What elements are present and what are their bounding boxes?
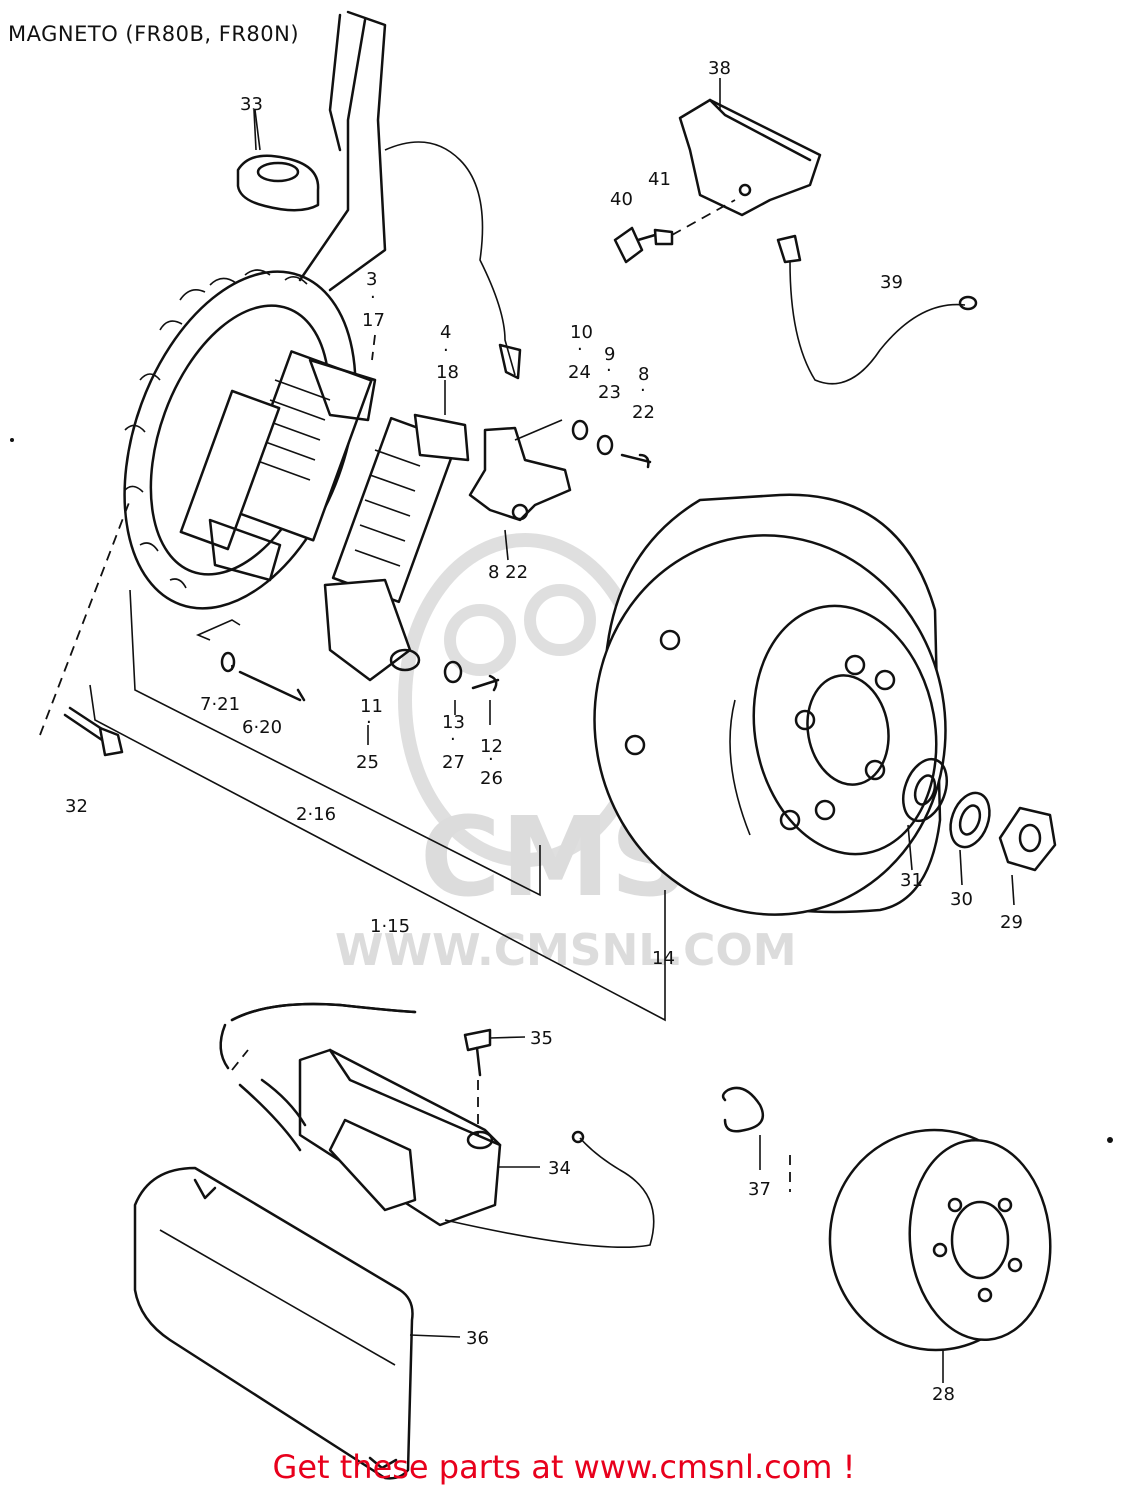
callout-labels: 33 38 41 40 39 3·17 4·18 10·24 9·23 8·22… — [65, 58, 1023, 1405]
small-fasteners — [220, 419, 652, 702]
callout-3-17: 3·17 — [362, 269, 385, 331]
callout-2-16: 2·16 — [296, 804, 336, 825]
callout-4-18: 4·18 — [436, 322, 459, 383]
callout-35: 35 — [530, 1028, 553, 1049]
callout-38: 38 — [708, 58, 731, 79]
footer-link[interactable]: Get these parts at www.cmsnl.com ! — [272, 1448, 856, 1486]
callout-34: 34 — [548, 1158, 571, 1179]
bolt-40 — [613, 226, 657, 264]
callout-10-24: 10·24 — [568, 322, 593, 383]
contact-breaker-21 — [468, 419, 572, 522]
callout-41: 41 — [648, 169, 671, 190]
callout-33: 33 — [240, 94, 263, 115]
wire-39 — [776, 234, 978, 385]
callout-31: 31 — [900, 870, 923, 891]
cover-36 — [133, 1166, 414, 1480]
flywheel-28 — [828, 1128, 1052, 1352]
callout-12-26: 12·26 — [480, 736, 503, 789]
callout-11-25: 11·25 — [356, 696, 383, 773]
callout-7-21: 8 22 — [488, 562, 528, 583]
callout-14: 14 — [652, 948, 675, 969]
lead-wire — [384, 141, 516, 376]
callout-13-27: 13·27 — [442, 712, 465, 773]
screw-32 — [63, 706, 124, 757]
flywheel-rotor-14 — [593, 493, 947, 916]
page-title: MAGNETO (FR80B, FR80N) — [8, 22, 300, 46]
callout-8-22: 8·22 — [632, 364, 655, 423]
callout-36: 36 — [466, 1328, 489, 1349]
leader-lines — [39, 78, 1015, 1383]
callout-32: 32 — [65, 796, 88, 817]
stator-plate — [123, 10, 387, 610]
callout-30: 30 — [950, 889, 973, 910]
callout-9-23: 9·23 — [598, 344, 621, 403]
source-coil-18 — [323, 413, 470, 682]
stray-dot — [10, 438, 14, 442]
callout-37: 37 — [748, 1179, 771, 1200]
callout-28: 28 — [932, 1384, 955, 1405]
callout-5-19: 6·20 — [242, 717, 282, 738]
bracket-38 — [678, 98, 822, 217]
callout-6-20: 7·21 — [200, 694, 240, 715]
callout-40: 40 — [610, 189, 633, 210]
clamp-37 — [721, 1086, 765, 1133]
screw-35 — [463, 1028, 492, 1077]
bolt-axis-38 — [671, 199, 736, 236]
ignition-coil-34 — [219, 1002, 655, 1248]
lead-terminal — [498, 343, 522, 380]
stray-dot — [1107, 1137, 1113, 1143]
callout-29: 29 — [1000, 912, 1023, 933]
watermark: CMS WWW.CMSNL.COM — [335, 533, 797, 976]
callout-1-15: 1·15 — [370, 916, 410, 937]
nut-washer-set — [902, 757, 1057, 872]
washer-41 — [653, 228, 674, 246]
grommet-33 — [236, 109, 320, 212]
callout-39: 39 — [880, 272, 903, 293]
